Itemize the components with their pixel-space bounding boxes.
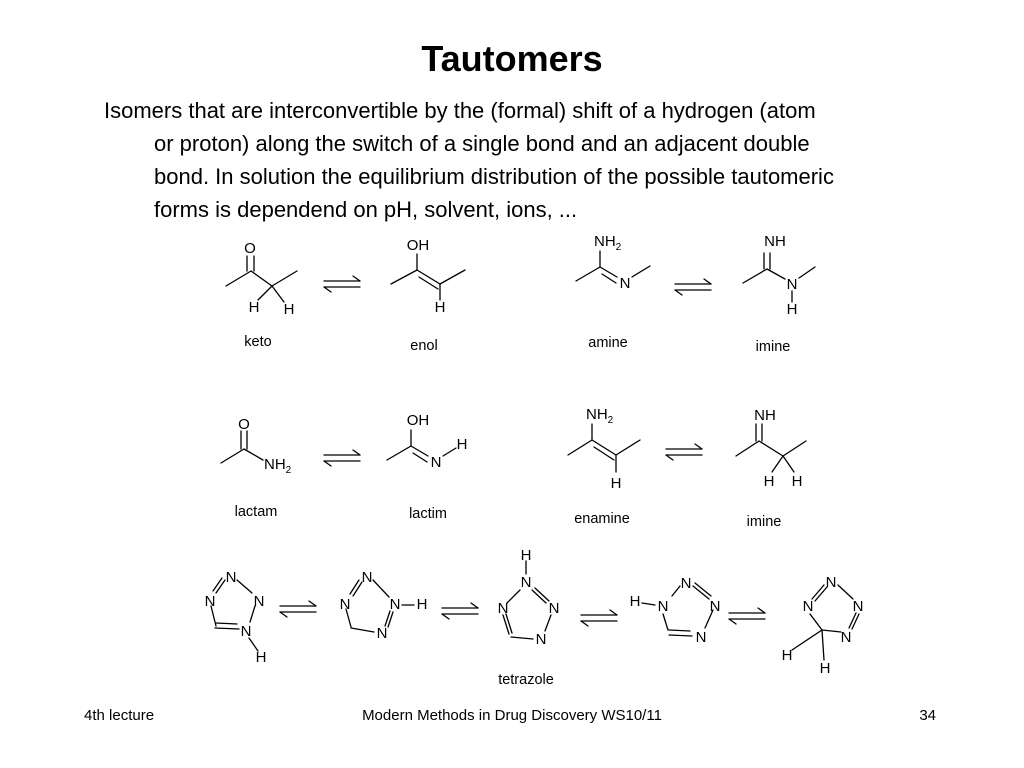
label-imine-1: imine xyxy=(756,339,791,355)
imine-1-bonds xyxy=(742,252,816,303)
tetrazole-5-atom-H2: H xyxy=(820,660,831,677)
tetrazole-5-atom-N1: N xyxy=(826,574,837,591)
footer-page-number: 34 xyxy=(919,707,936,724)
label-keto: keto xyxy=(244,334,271,350)
footer-course: Modern Methods in Drug Discovery WS10/11 xyxy=(362,707,662,724)
tetrazole-2-atom-N2: N xyxy=(340,596,351,613)
label-tetrazole: tetrazole xyxy=(498,672,554,688)
definition-line-4: forms is dependend on pH, solvent, ions,… xyxy=(154,197,578,222)
footer-lecture: 4th lecture xyxy=(84,707,155,724)
tetrazole-1-atom-H: H xyxy=(256,649,267,666)
tetrazole-1-atom-N1: N xyxy=(226,569,237,586)
enamine-atom-NH2: NH2 xyxy=(586,406,614,426)
lactim-atom-H: H xyxy=(457,436,468,453)
imine-2-atom-NH: NH xyxy=(754,407,776,424)
tetrazole-2-bonds xyxy=(345,579,415,633)
keto-atom-O: O xyxy=(244,240,256,257)
enol-bonds xyxy=(390,253,466,301)
tetrazole-5-bonds xyxy=(791,584,860,661)
tetrazole-1-bonds xyxy=(210,577,259,652)
keto-atom-H2: H xyxy=(284,301,295,318)
lactam-atom-NH2: NH2 xyxy=(264,456,292,476)
enamine-bonds xyxy=(567,423,641,473)
tetrazole-2-atom-N4: N xyxy=(377,625,388,642)
definition-line-1: Isomers that are interconvertible by the… xyxy=(104,98,816,123)
tetrazole-4-atom-N3: N xyxy=(710,598,721,615)
tetrazole-5-atom-N4: N xyxy=(841,629,852,646)
tetrazole-3-atom-N3: N xyxy=(549,600,560,617)
tetrazole-1-atom-N2: N xyxy=(205,593,216,610)
label-enol: enol xyxy=(410,338,437,354)
lactam-bonds xyxy=(220,430,264,464)
imine-2-atom-H1: H xyxy=(764,473,775,490)
tetrazole-4-atom-N1: N xyxy=(658,598,669,615)
slide-title: Tautomers xyxy=(421,38,603,79)
label-lactam: lactam xyxy=(235,504,278,520)
enol-atom-OH: OH xyxy=(407,237,430,254)
definition-line-2: or proton) along the switch of a single … xyxy=(154,131,810,156)
lactam-atom-O: O xyxy=(238,416,250,433)
amine-atom-N: N xyxy=(620,275,631,292)
tetrazole-4-bonds xyxy=(641,582,714,637)
imine-2-bonds xyxy=(735,423,807,473)
tetrazole-3-bonds xyxy=(502,560,552,640)
imine-1-atom-N: N xyxy=(787,276,798,293)
tetrazole-2-atom-N3: N xyxy=(390,596,401,613)
definition-text: Isomers that are interconvertible by the… xyxy=(104,94,964,226)
tetrazole-5-atom-N3: N xyxy=(853,598,864,615)
enamine-atom-H: H xyxy=(611,475,622,492)
tetrazole-3-atom-N2: N xyxy=(498,600,509,617)
tetrazole-4-atom-N4: N xyxy=(696,629,707,646)
keto-atom-H1: H xyxy=(249,299,260,316)
tetrazole-5-atom-N2: N xyxy=(803,598,814,615)
tetrazole-3-atom-N4: N xyxy=(536,631,547,648)
tetrazole-1-atom-N3: N xyxy=(254,593,265,610)
tetrazole-2-atom-H: H xyxy=(417,596,428,613)
amine-atom-NH2: NH2 xyxy=(594,233,622,253)
lactim-bonds xyxy=(386,429,457,463)
enol-atom-H: H xyxy=(435,299,446,316)
tetrazole-1-atom-N4: N xyxy=(241,623,252,640)
tetrazole-4-atom-H: H xyxy=(630,593,641,610)
lactim-atom-N: N xyxy=(431,454,442,471)
keto-bonds xyxy=(225,255,298,303)
tetrazole-3-atom-N1: N xyxy=(521,574,532,591)
tetrazole-5-atom-H1: H xyxy=(782,647,793,664)
imine-1-atom-H: H xyxy=(787,301,798,318)
definition-line-3: bond. In solution the equilibrium distri… xyxy=(154,164,834,189)
label-imine-2: imine xyxy=(747,514,782,530)
label-enamine: enamine xyxy=(574,511,630,527)
imine-1-atom-NH: NH xyxy=(764,233,786,250)
tetrazole-3-atom-H: H xyxy=(521,547,532,564)
imine-2-atom-H2: H xyxy=(792,473,803,490)
label-lactim: lactim xyxy=(409,506,447,522)
label-amine: amine xyxy=(588,335,628,351)
tetrazole-4-atom-N2: N xyxy=(681,575,692,592)
amine-bonds xyxy=(575,250,651,284)
equilibrium-arrows xyxy=(279,275,766,627)
tetrazole-2-atom-N1: N xyxy=(362,569,373,586)
lactim-atom-OH: OH xyxy=(407,412,430,429)
